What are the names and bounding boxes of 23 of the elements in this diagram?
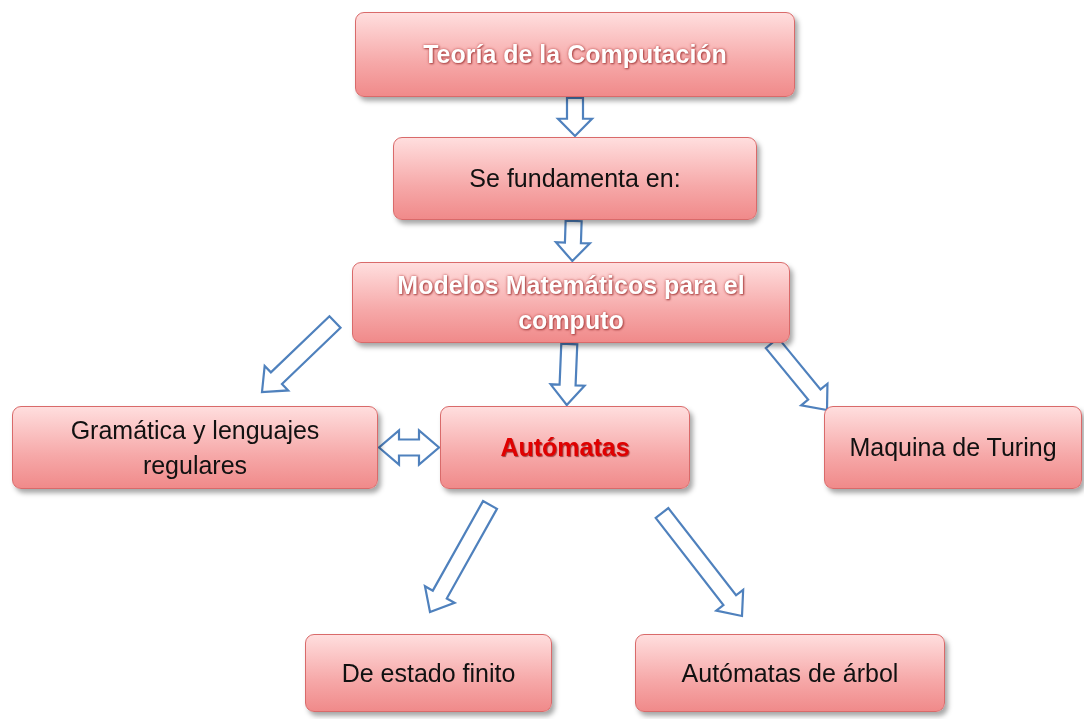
block-arrow [548,342,587,407]
process-box [393,137,757,220]
box-label: Gramática y lenguajes regulares [69,414,321,481]
process-box [305,634,552,712]
block-arrow [555,96,595,138]
process-box [440,406,690,489]
box-label: Modelos Matemáticos para el computo [396,269,746,336]
process-box [355,12,795,97]
block-arrow [260,314,343,394]
box-label: Autómatas de árbol [681,657,899,689]
block-arrow [377,428,441,467]
box-label: Teoría de la Computación [423,39,727,70]
block-arrow [553,219,593,263]
box-label: De estado finito [341,657,516,689]
box-label: Se fundamenta en: [469,163,681,194]
block-arrow [423,499,499,614]
block-arrow [654,506,745,618]
process-box [824,406,1082,489]
process-box [12,406,378,489]
process-box [352,262,790,343]
box-label: Maquina de Turing [849,432,1057,463]
box-label: Autómatas [500,432,630,463]
process-box [635,634,945,712]
